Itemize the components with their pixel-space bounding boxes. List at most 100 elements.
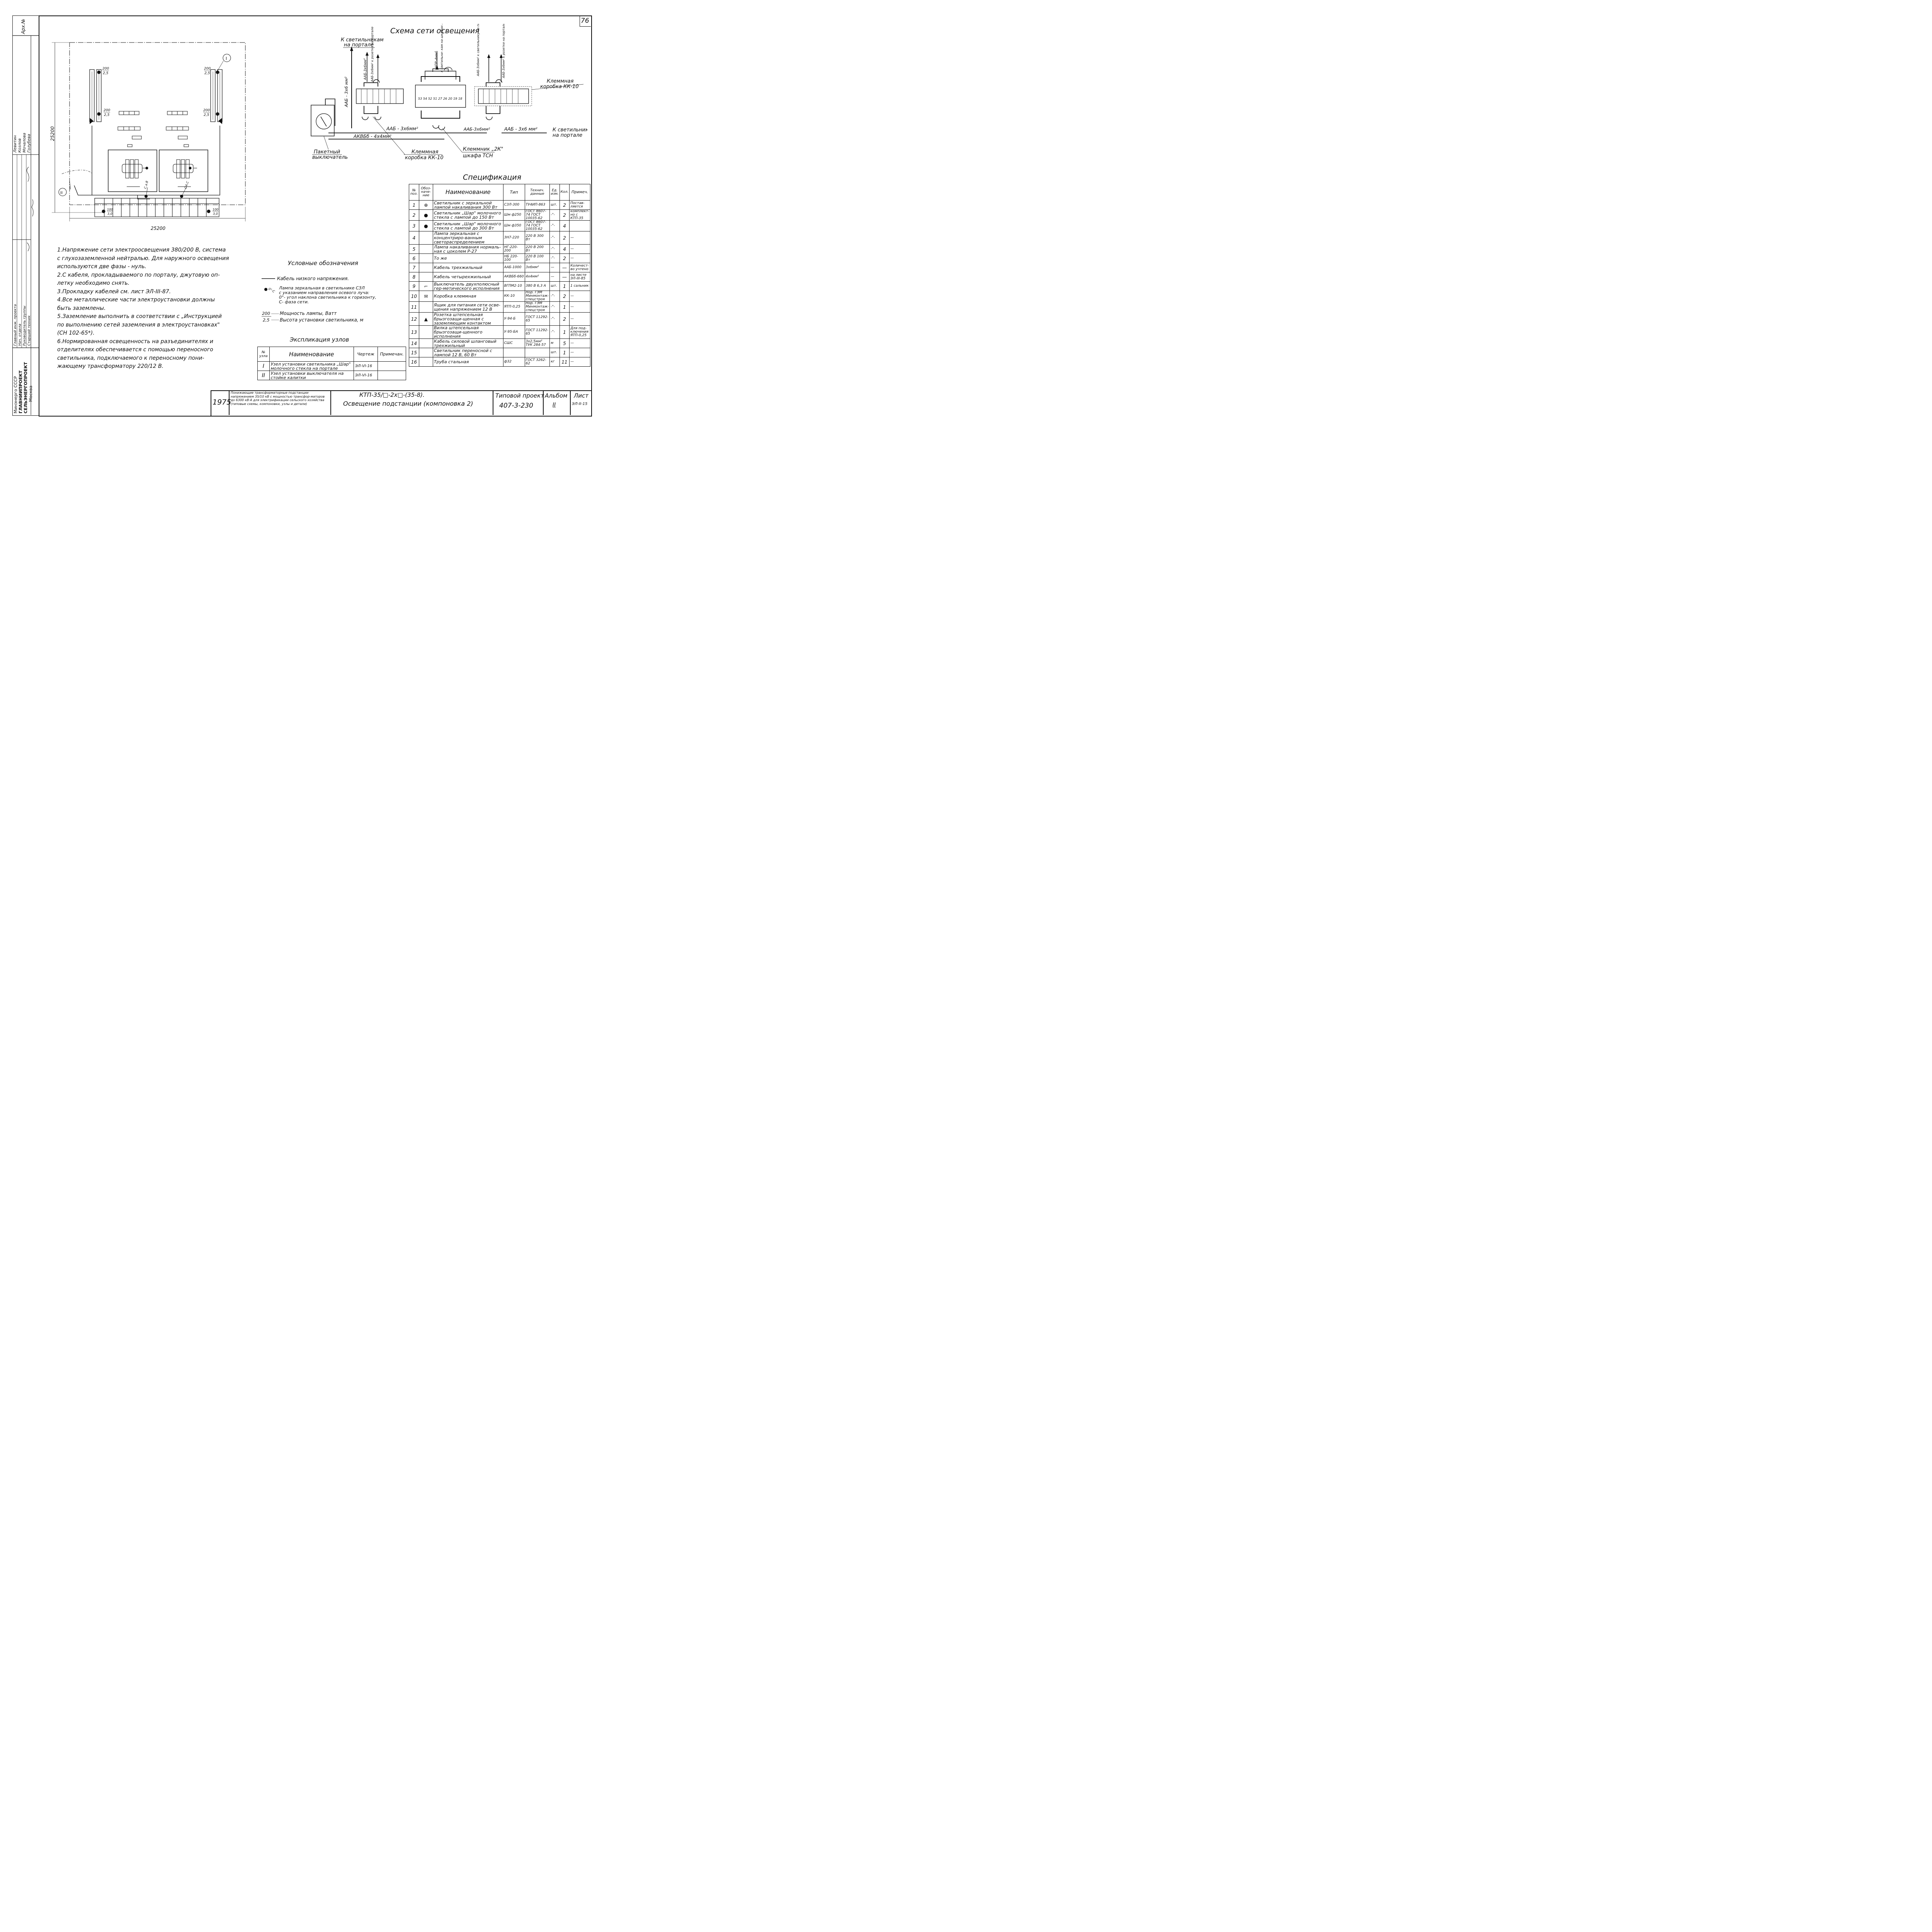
spec-cell-n: 16 (409, 357, 419, 367)
stamp-project-label: Типовой проект (495, 392, 544, 399)
svg-text:100: 100 (213, 208, 218, 211)
phase-mark-1: С.а.В (143, 180, 149, 189)
role-2: Нач. отдела (18, 324, 22, 346)
svg-text:2,5: 2,5 (104, 113, 110, 117)
stamp-album-number: II (553, 402, 556, 408)
svg-text:19: 19 (453, 97, 457, 100)
vlabel-3: АПР-4мм² (435, 51, 439, 69)
cable-route (137, 195, 150, 199)
spec-cell-name: Лампа накаливания нормаль-ная с цоколем … (432, 244, 503, 254)
spec-cell-unit: шт. (549, 200, 560, 210)
vlabel-2: ААБ-3x6мм² к розетке на портале (371, 27, 374, 82)
box-kk10-label-1: Клеммная (412, 149, 439, 155)
spec-cell-n: 10 (409, 291, 419, 302)
spec-cell-symbol (418, 231, 433, 245)
org-3: СЕЛЬЭНЕРГОПРОЕКТ (23, 362, 28, 413)
cable-aab-right-label: ААБ - 3x6 мм² (504, 126, 537, 132)
spec-cell-note: комплект-но с КТП-35 (569, 209, 590, 221)
spec-cell-symbol (418, 253, 433, 263)
spec-cell-type: КК-10 (503, 291, 525, 302)
svg-text:100: 100 (107, 208, 113, 211)
spec-cell-unit: -"- (549, 220, 560, 231)
spec-cell-unit: -"- (549, 253, 560, 263)
spec-cell-note: Количест-во учтено (569, 263, 590, 272)
spec-cell-n: 7 (409, 263, 419, 272)
role-4: Старший техник (27, 315, 31, 346)
right-label-1: К светильнику (553, 127, 587, 133)
legend-power-item: Мощность лампы, Ватт (280, 311, 337, 316)
spec-cell-n: 4 (409, 231, 419, 245)
title-block (211, 390, 591, 416)
spec-cell-note: — (569, 357, 590, 367)
spec-cell-note: — (569, 244, 590, 254)
nodes-table: № узла Наименование Чертеж Примечан. I У… (257, 347, 406, 380)
clamp-2k-label-2: шкафа ТСН (463, 153, 493, 159)
spec-cell-note: — (569, 348, 590, 357)
nodes-header-n: № узла (257, 347, 270, 362)
general-notes: 1.Напряжение сети электроосвещения 380/2… (57, 246, 258, 371)
svg-text:26: 26 (443, 97, 447, 100)
spec-cell-name: Кабель четырехжильный (432, 272, 503, 282)
note-line: (СН 102-65*). (57, 330, 95, 336)
node-1-marker (223, 54, 231, 62)
spec-cell-qty: 2 (559, 253, 570, 263)
spec-header-unit: Ед. изм. (549, 184, 560, 201)
svg-text:2,5: 2,5 (204, 71, 210, 75)
spec-cell-data: 380 В 6,3 А (524, 281, 550, 291)
legend-lamp-symbol: 0°-С (268, 287, 276, 294)
spec-cell-symbol (418, 348, 433, 357)
spec-cell-note: Для под-ключения ЯТП-0,25 (569, 325, 590, 339)
table-row: 2●Светильник „Шар" молочного стекла с ла… (409, 209, 590, 221)
spec-cell-data: ТУ4ИП-863 (524, 200, 550, 210)
spec-cell-note: 1 сальник (569, 281, 590, 291)
legend-lamp-2: с указанием направления осевого луча: (279, 290, 369, 295)
spec-cell-unit: -"- (549, 325, 560, 339)
spec-cell-name: Выключатель двухполюсный гер-метического… (432, 281, 503, 291)
svg-text:27: 27 (438, 97, 442, 100)
spec-cell-note: Постав-ляется (569, 200, 590, 210)
svg-text:51: 51 (433, 97, 437, 100)
spec-cell-name: Кабель трехжильный (432, 263, 503, 272)
legend-cable-item: Кабель низкого напряжения. (277, 276, 349, 281)
phase-mark-2: ОА.С (184, 181, 189, 189)
legend-power-value: 200 (262, 311, 270, 316)
spec-cell-data: 3x2,5мм² ТУК 284-57 (524, 338, 550, 348)
spec-cell-qty: 2 (559, 200, 570, 210)
spec-cell-data: Нор. ГЭМ Минмонтаж-спецстроя (524, 291, 550, 302)
svg-text:54: 54 (423, 97, 427, 100)
spec-cell-unit: — (549, 272, 560, 282)
spec-cell-n: 2 (409, 209, 419, 221)
node-2-label: II (60, 191, 63, 195)
spec-cell-type: ф32 (503, 357, 525, 367)
node-1-label: I (226, 56, 227, 61)
spec-cell-data: ГОСТ 11292-65 (524, 312, 550, 326)
table-row: 9⌐Выключатель двухполюсный гер-метическо… (409, 281, 590, 291)
table-row: 1⊕Светильник с зеркальной лампой накалив… (409, 200, 590, 210)
spec-cell-type: ААБ-1000 (503, 263, 525, 272)
spec-cell-symbol (418, 272, 433, 282)
spec-header-data: Технич. данные (524, 184, 550, 201)
spec-cell-unit: м (549, 338, 560, 348)
spec-cell-qty: 2 (559, 312, 570, 326)
svg-text:52: 52 (428, 97, 432, 100)
nodes-header-name: Наименование (269, 347, 354, 362)
note-line: быть заземлены. (57, 305, 106, 311)
dim-horizontal: 25200 (151, 226, 166, 231)
nodes-table-title: Экспликация узлов (290, 336, 349, 343)
spec-cell-type: Шм ф350 (503, 220, 525, 231)
name-3: Мочалова (22, 133, 27, 153)
sheet-number-box (580, 15, 591, 27)
spec-cell-qty: 2 (559, 209, 570, 221)
org-4: Москва (28, 386, 33, 402)
cabinet-row (94, 198, 219, 217)
vlabel-6: ААБ-3x6мм² к розетке на портале (502, 24, 505, 78)
scheme-title: Схема сети освещения (390, 27, 480, 35)
note-line: с глухозаземленной нейтралью. Для наружн… (57, 255, 229, 262)
legend-height-item: Высота установки светильника, м (280, 317, 363, 323)
stamp-title: Освещение подстанции (компоновка 2) (343, 400, 473, 407)
